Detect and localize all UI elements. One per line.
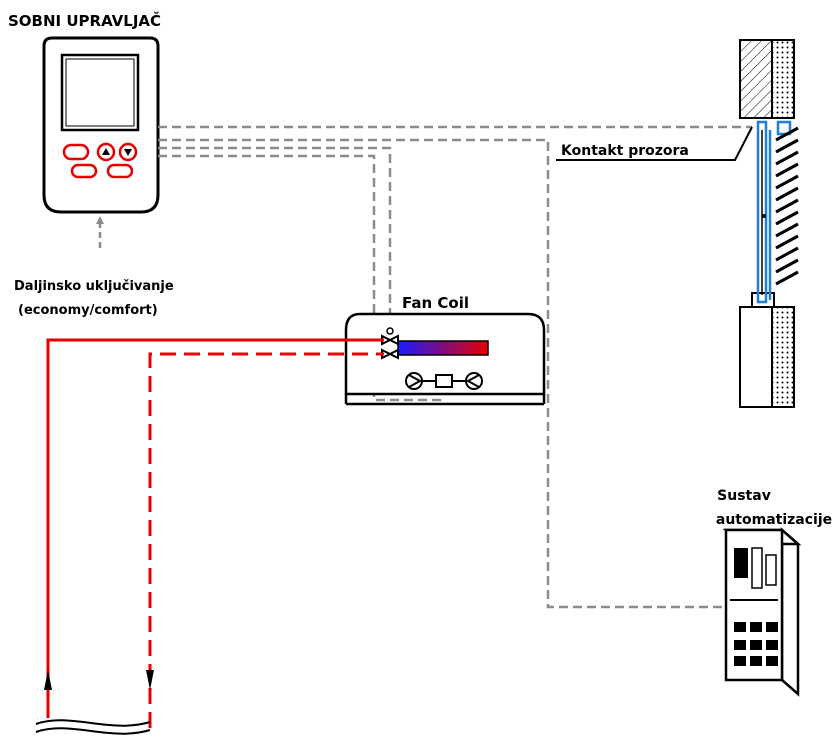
triangle-down-icon xyxy=(124,149,132,156)
remote-label-line1: Daljinsko uključivanje xyxy=(14,279,174,294)
wire-fancoil-2 xyxy=(158,154,442,402)
wall-lower-hatch xyxy=(739,306,773,408)
controller-screen-inner xyxy=(65,58,135,127)
pipe-break-icon xyxy=(35,719,151,727)
controller-button-bottom-right[interactable] xyxy=(106,163,134,179)
automation-system: Sustav automatizacije xyxy=(716,488,832,697)
motor-icon xyxy=(422,374,466,388)
arrow-up-icon xyxy=(44,670,52,690)
window-contact: Kontakt prozora xyxy=(556,126,753,161)
wire-automation xyxy=(158,138,730,609)
wall-upper-hatch xyxy=(739,39,773,119)
triangle-up-icon xyxy=(102,148,110,155)
arrow-down-icon xyxy=(146,670,154,690)
remote-switch-link: Daljinsko uključivanje (economy/comfort) xyxy=(14,216,174,318)
window-frame xyxy=(756,120,768,304)
fan-icon xyxy=(405,372,483,390)
fan-coil-label: Fan Coil xyxy=(402,294,469,312)
room-controller: SOBNI UPRAVLJAČ xyxy=(8,11,161,214)
fan-coil-unit: Fan Coil xyxy=(344,294,546,406)
heat-exchanger-coil xyxy=(397,340,489,356)
remote-label-line2: (economy/comfort) xyxy=(18,303,158,318)
controller-screen xyxy=(60,53,140,132)
wall-upper-insulation xyxy=(771,39,795,119)
window-contact-label: Kontakt prozora xyxy=(561,143,689,159)
automation-label-line1: Sustav xyxy=(717,488,771,504)
arrow-up-icon xyxy=(96,216,104,224)
cabinet-modules xyxy=(734,622,778,666)
supply-pipe xyxy=(46,338,384,718)
wire-fancoil-1 xyxy=(158,146,392,336)
window-blinds xyxy=(775,126,799,286)
return-pipe xyxy=(148,352,384,728)
cabinet-side xyxy=(780,527,800,697)
controller-title: SOBNI UPRAVLJAČ xyxy=(8,11,161,30)
wall-window xyxy=(739,39,799,408)
signal-wires xyxy=(158,125,752,609)
window-handle xyxy=(762,214,766,218)
automation-label-line2: automatizacije xyxy=(716,512,832,528)
controller-button-bottom-left[interactable] xyxy=(70,163,98,179)
water-pipes xyxy=(35,338,384,735)
controller-button-left[interactable] xyxy=(62,143,90,161)
wall-lower-insulation xyxy=(771,306,795,408)
